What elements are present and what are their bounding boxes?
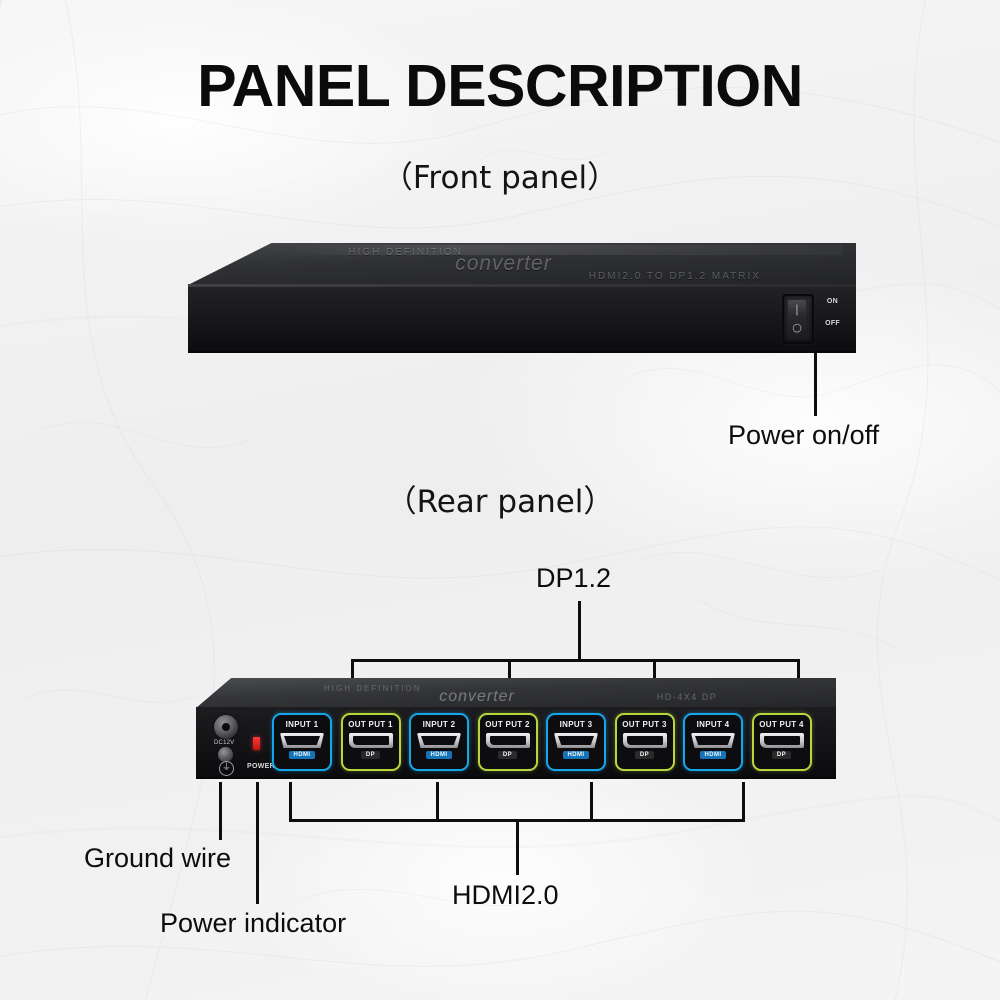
rear-panel-subtitle: （Rear panel） (385, 484, 615, 520)
hdmi-connector-icon (554, 733, 598, 748)
hdmi-connector-icon (691, 733, 735, 748)
ground-glyph: ⏚ (221, 763, 231, 773)
hdmi-connector-icon (280, 733, 324, 748)
ground-symbol-icon: ⏚ (219, 761, 234, 776)
displayport-connector-icon (622, 733, 667, 748)
front-panel-brand-logo: converter (455, 252, 552, 275)
dc-jack-label: DC12V (214, 740, 235, 746)
port-input-1[interactable]: INPUT 1 HDMI (272, 713, 332, 771)
rear-panel-model-text: HD-4X4 DP (656, 692, 718, 702)
power-switch-on-label: ON (826, 298, 838, 305)
power-switch-off-label: OFF (825, 320, 840, 327)
port-output-2[interactable]: OUT PUT 2 DP (477, 713, 538, 771)
front-panel-device-image: HIGH DEFINITION converter HDMI2.0 TO DP1… (188, 243, 856, 353)
port-output-4[interactable]: OUT PUT 4 DP (751, 713, 812, 771)
front-panel-brand-subtext: HIGH DEFINITION (348, 247, 463, 258)
power-off-glyph-icon: ○ (792, 320, 802, 334)
power-indicator-led (253, 737, 260, 750)
dc-power-jack[interactable] (214, 715, 238, 739)
port-type-label: HDMI (425, 751, 453, 759)
port-type-label: DP (634, 751, 655, 759)
front-panel-subtitle: （Front panel） (381, 160, 619, 196)
port-title: OUT PUT 3 (622, 720, 667, 729)
ground-wire-leader-line (219, 782, 222, 840)
rear-panel-brand-logo: converter (439, 688, 515, 705)
callout-dp: DP1.2 (536, 563, 612, 593)
power-switch[interactable]: ❘ ○ (782, 294, 814, 344)
port-type-label: DP (497, 751, 518, 759)
page-title: PANEL DESCRIPTION (197, 53, 803, 119)
hdmi-bracket-tick-2 (436, 782, 439, 822)
front-panel-top-surface: HIGH DEFINITION converter HDMI2.0 TO DP1… (188, 243, 856, 285)
hdmi-bracket-tick-1 (289, 782, 292, 822)
port-input-3[interactable]: INPUT 3 HDMI (546, 713, 606, 771)
rear-panel-top-surface: HIGH DEFINITION converter HD-4X4 DP (196, 678, 836, 708)
port-title: INPUT 3 (559, 720, 593, 729)
dp-bracket-horizontal (351, 659, 800, 662)
callout-power-indicator: Power indicator (160, 908, 347, 938)
port-input-2[interactable]: INPUT 2 HDMI (409, 713, 469, 771)
port-title: INPUT 1 (285, 720, 319, 729)
hdmi-bracket-tick-3 (590, 782, 593, 822)
rear-panel-brand-subtext: HIGH DEFINITION (324, 684, 422, 693)
port-type-label: DP (771, 751, 792, 759)
port-title: OUT PUT 2 (485, 720, 530, 729)
front-panel-top-sheen (281, 245, 843, 255)
callout-ground-wire: Ground wire (84, 843, 232, 873)
displayport-connector-icon (759, 733, 804, 748)
rear-panel-device-image: HIGH DEFINITION converter HD-4X4 DP DC12… (196, 678, 836, 779)
port-type-label: HDMI (699, 751, 727, 759)
port-type-label: HDMI (288, 751, 316, 759)
displayport-connector-icon (348, 733, 393, 748)
front-panel-model-text: HDMI2.0 TO DP1.2 MATRIX (588, 271, 761, 282)
power-indicator-leader-line (256, 782, 259, 904)
power-on-off-leader-line (814, 353, 817, 416)
displayport-connector-icon (485, 733, 530, 748)
port-input-4[interactable]: INPUT 4 HDMI (683, 713, 743, 771)
port-title: OUT PUT 4 (759, 720, 804, 729)
callout-power-on-off: Power on/off (728, 420, 880, 450)
port-type-label: HDMI (562, 751, 590, 759)
power-indicator-label: POWER (247, 763, 275, 770)
hdmi-callout-stem (516, 819, 519, 875)
ground-screw[interactable] (218, 747, 233, 762)
port-type-label: DP (360, 751, 381, 759)
power-switch-rocker[interactable]: ❘ ○ (788, 300, 806, 336)
callout-hdmi: HDMI2.0 (452, 880, 559, 910)
port-output-3[interactable]: OUT PUT 3 DP (614, 713, 675, 771)
port-title: INPUT 2 (422, 720, 456, 729)
hdmi-connector-icon (417, 733, 461, 748)
port-title: INPUT 4 (696, 720, 730, 729)
hdmi-bracket-tick-4 (742, 782, 745, 822)
power-on-glyph-icon: ❘ (792, 302, 802, 316)
dp-callout-stem (578, 601, 581, 659)
port-output-1[interactable]: OUT PUT 1 DP (340, 713, 401, 771)
port-title: OUT PUT 1 (348, 720, 393, 729)
front-panel-face: ❘ ○ ON OFF (188, 284, 856, 353)
port-row: INPUT 1 HDMI OUT PUT 1 DP INPUT 2 HDMI OUT PUT… (272, 713, 820, 773)
